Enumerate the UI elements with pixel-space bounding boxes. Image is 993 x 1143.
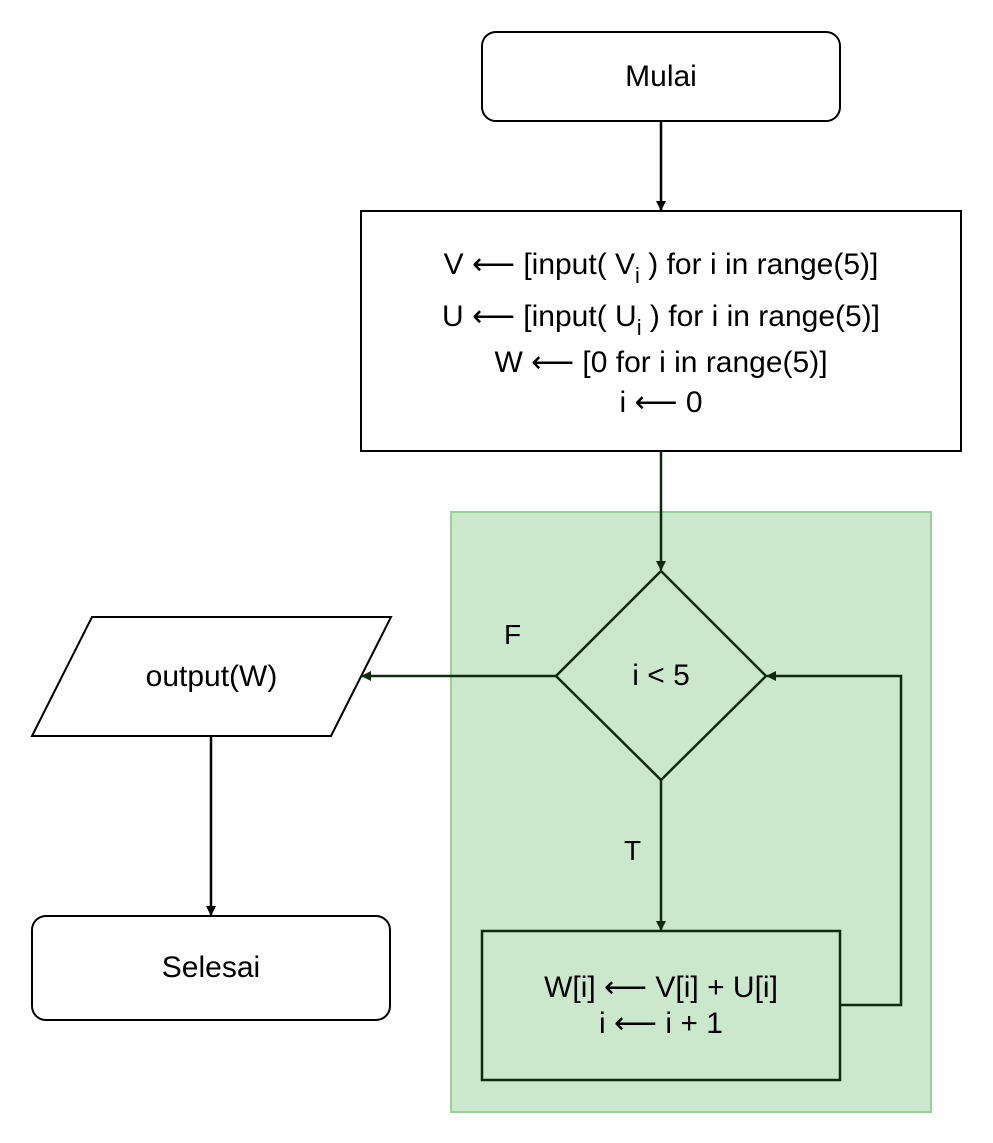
output-label: output(W) bbox=[145, 659, 278, 693]
init-line-w: W ⟵ [0 for i in range(5)] bbox=[494, 346, 828, 379]
output-parallelogram bbox=[30, 616, 393, 737]
init-line-u: U ⟵ [input( Ui ) for i in range(5)] bbox=[441, 300, 881, 340]
loop-body-text: W[i] ⟵ V[i] + U[i] i ⟵ i + 1 bbox=[482, 931, 840, 1080]
init-line-v: V ⟵ [input( Vi ) for i in range(5)] bbox=[443, 248, 879, 288]
init-line-i: i ⟵ 0 bbox=[619, 386, 703, 419]
end-terminator bbox=[31, 915, 391, 1021]
false-edge-label: F bbox=[504, 619, 522, 650]
true-edge-label: T bbox=[624, 835, 642, 866]
loop-body-box bbox=[480, 929, 842, 1082]
decision-label: i < 5 bbox=[632, 658, 690, 692]
init-text: V ⟵ [input( Vi ) for i in range(5)] U ⟵ … bbox=[361, 211, 961, 451]
start-label: Mulai bbox=[625, 59, 697, 93]
connector-loop-back bbox=[766, 671, 903, 1007]
init-process-box bbox=[360, 210, 962, 452]
end-label: Selesai bbox=[161, 951, 261, 984]
loop-body-line-i: i ⟵ i + 1 bbox=[599, 1006, 723, 1040]
loop-body-line-w: W[i] ⟵ V[i] + U[i] bbox=[544, 970, 778, 1004]
